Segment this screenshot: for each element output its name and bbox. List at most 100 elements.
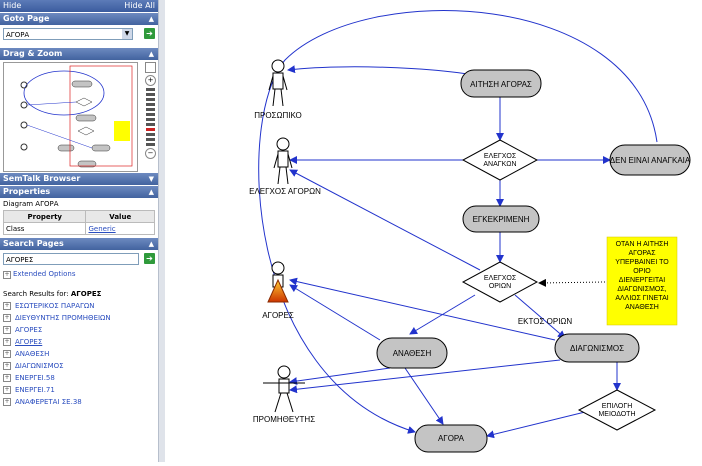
list-item[interactable]: +ΕΣΩΤΕΡΙΚΟΣ ΠΑΡΑΓΩΝ: [3, 302, 95, 310]
plus-icon: +: [3, 271, 11, 279]
process-node[interactable]: ΔΕΝ ΕΙΝΑΙ ΑΝΑΓΚΑΙΑ: [609, 144, 691, 176]
results-prefix: Search Results for:: [3, 290, 69, 298]
search-results-heading: Search Results for: ΑΓΟΡΕΣ: [0, 281, 158, 300]
list-item[interactable]: +ΑΝΑΘΕΣΗ: [3, 350, 50, 358]
chevron-down-icon[interactable]: ▼: [122, 29, 132, 39]
sidebar-topbar: Hide Hide All: [0, 0, 158, 12]
plus-icon: +: [3, 338, 11, 346]
hide-all-button[interactable]: Hide All: [124, 1, 155, 10]
properties-title: Properties: [3, 187, 51, 196]
arrow-right-icon: ➔: [146, 29, 153, 38]
actor-icon[interactable]: [267, 261, 289, 303]
semtalk-browser-header[interactable]: SemTalk Browser ▼: [0, 172, 158, 185]
actor-icon[interactable]: [268, 59, 288, 107]
actor-label: ΕΛΕΓΧΟΣ ΑΓΟΡΩΝ: [249, 187, 321, 196]
goto-go-button[interactable]: ➔: [144, 28, 155, 39]
actor-icon[interactable]: [273, 137, 293, 185]
svg-text:ΔΙΑΓΩΝΙΣΜΟΣ: ΔΙΑΓΩΝΙΣΜΟΣ: [570, 344, 624, 353]
list-item[interactable]: +ΔΙΕΥΘΥΝΤΗΣ ΠΡΟΜΗΘΕΙΩΝ: [3, 314, 111, 322]
collapse-icon[interactable]: ▲: [148, 188, 154, 196]
list-item[interactable]: +ΑΓΟΡΕΣ: [3, 338, 43, 346]
drag-zoom-header[interactable]: Drag & Zoom ▲: [0, 47, 158, 60]
process-node[interactable]: ΕΓΚΕΚΡΙΜΕΝΗ: [462, 205, 540, 233]
col-value: Value: [85, 210, 155, 223]
prop-name: Class: [2, 222, 87, 235]
plus-icon: +: [3, 374, 11, 382]
actor-label: ΑΓΟΡΕΣ: [262, 311, 294, 320]
goto-page-title: Goto Page: [3, 14, 50, 23]
arrow-right-icon: ➔: [146, 254, 153, 263]
actor-label: ΠΡΟΣΩΠΙΚΟ: [254, 111, 302, 120]
zoom-in-icon[interactable]: +: [145, 75, 156, 86]
search-pages-header[interactable]: Search Pages ▲: [0, 237, 158, 250]
page-icon[interactable]: [145, 62, 156, 73]
actor-label: ΠΡΟΜΗΘΕΥΤΗΣ: [253, 415, 315, 424]
list-item[interactable]: +ΑΓΟΡΕΣ: [3, 326, 43, 334]
diagram-label: Diagram ΑΓΟΡΑ: [3, 200, 59, 208]
plus-icon: +: [3, 326, 11, 334]
extended-options-label: Extended Options: [13, 270, 76, 278]
search-go-button[interactable]: ➔: [144, 253, 155, 264]
list-item[interactable]: +ΔΙΑΓΩΝΙΣΜΟΣ: [3, 362, 64, 370]
process-node[interactable]: ΔΙΑΓΩΝΙΣΜΟΣ: [554, 333, 640, 363]
search-panel: ΑΓΟΡΕΣ ➔: [0, 250, 158, 268]
plus-icon: +: [3, 362, 11, 370]
col-property: Property: [2, 210, 87, 223]
search-input[interactable]: ΑΓΟΡΕΣ: [3, 253, 139, 265]
properties-header[interactable]: Properties ▲: [0, 185, 158, 198]
plus-icon: +: [3, 386, 11, 394]
page-select-value: ΑΓΟΡΑ: [6, 31, 30, 39]
results-term: ΑΓΟΡΕΣ: [70, 290, 102, 298]
page-select[interactable]: ΑΓΟΡΑ ▼: [3, 28, 133, 40]
svg-text:ΑΙΤΗΣΗ ΑΓΟΡΑΣ: ΑΙΤΗΣΗ ΑΓΟΡΑΣ: [470, 80, 532, 89]
diagram-edges: [258, 10, 658, 439]
collapse-icon[interactable]: ▲: [148, 15, 154, 23]
plus-icon: +: [3, 302, 11, 310]
process-node[interactable]: ΑΙΤΗΣΗ ΑΓΟΡΑΣ: [460, 69, 542, 98]
zoom-slider[interactable]: + −: [145, 62, 156, 170]
hide-button[interactable]: Hide: [3, 1, 22, 10]
svg-text:ΑΝΑΘΕΣΗ: ΑΝΑΘΕΣΗ: [393, 349, 432, 358]
edge-label: ΕΚΤΟΣ ΟΡΙΩΝ: [518, 317, 573, 326]
drag-zoom-panel: + −: [0, 60, 158, 172]
drag-zoom-title: Drag & Zoom: [3, 49, 63, 58]
goto-page-panel: ΑΓΟΡΑ ▼ ➔: [0, 25, 158, 47]
svg-text:ΑΓΟΡΑ: ΑΓΟΡΑ: [438, 434, 465, 443]
sidebar-splitter[interactable]: [158, 0, 165, 462]
collapse-icon[interactable]: ▲: [148, 240, 154, 248]
semtalk-browser-title: SemTalk Browser: [3, 174, 81, 183]
list-item[interactable]: +ΑΝΑΦΕΡΕΤΑΙ ΣΕ.38: [3, 398, 82, 406]
list-item[interactable]: +ΕΝΕΡΓΕΙ.58: [3, 374, 55, 382]
actor-icon[interactable]: [263, 365, 305, 413]
extended-options[interactable]: +Extended Options: [0, 268, 158, 281]
svg-text:ΔΕΝ ΕΙΝΑΙ ΑΝΑΓΚΑΙΑ: ΔΕΝ ΕΙΝΑΙ ΑΝΑΓΚΑΙΑ: [610, 156, 691, 165]
plus-icon: +: [3, 350, 11, 358]
collapse-icon[interactable]: ▲: [148, 50, 154, 58]
zoom-out-icon[interactable]: −: [145, 148, 156, 159]
note-connector: [538, 278, 606, 287]
search-pages-title: Search Pages: [3, 239, 64, 248]
process-node[interactable]: ΑΓΟΡΑ: [414, 424, 488, 453]
list-item[interactable]: +ΕΝΕΡΓΕΙ.71: [3, 386, 55, 394]
plus-icon: +: [3, 314, 11, 322]
plus-icon: +: [3, 398, 11, 406]
diagram-canvas[interactable]: ΠΡΟΣΩΠΙΚΟ ΕΛΕΓΧΟΣ ΑΓΟΡΩΝ ΑΓΟΡΕΣ ΠΡΟΜΗΘΕΥ…: [165, 0, 702, 462]
prop-value-link[interactable]: Generic: [88, 224, 116, 233]
expand-icon[interactable]: ▼: [148, 175, 154, 183]
diagram-thumbnail[interactable]: [3, 62, 138, 172]
search-results-list: +ΕΣΩΤΕΡΙΚΟΣ ΠΑΡΑΓΩΝ +ΔΙΕΥΘΥΝΤΗΣ ΠΡΟΜΗΘΕΙ…: [0, 300, 158, 408]
svg-text:ΕΓΚΕΚΡΙΜΕΝΗ: ΕΓΚΕΚΡΙΜΕΝΗ: [473, 215, 530, 224]
process-node[interactable]: ΑΝΑΘΕΣΗ: [376, 337, 448, 369]
goto-page-header[interactable]: Goto Page ▲: [0, 12, 158, 25]
sidebar: Hide Hide All Goto Page ▲ ΑΓΟΡΑ ▼ ➔ Drag…: [0, 0, 159, 462]
